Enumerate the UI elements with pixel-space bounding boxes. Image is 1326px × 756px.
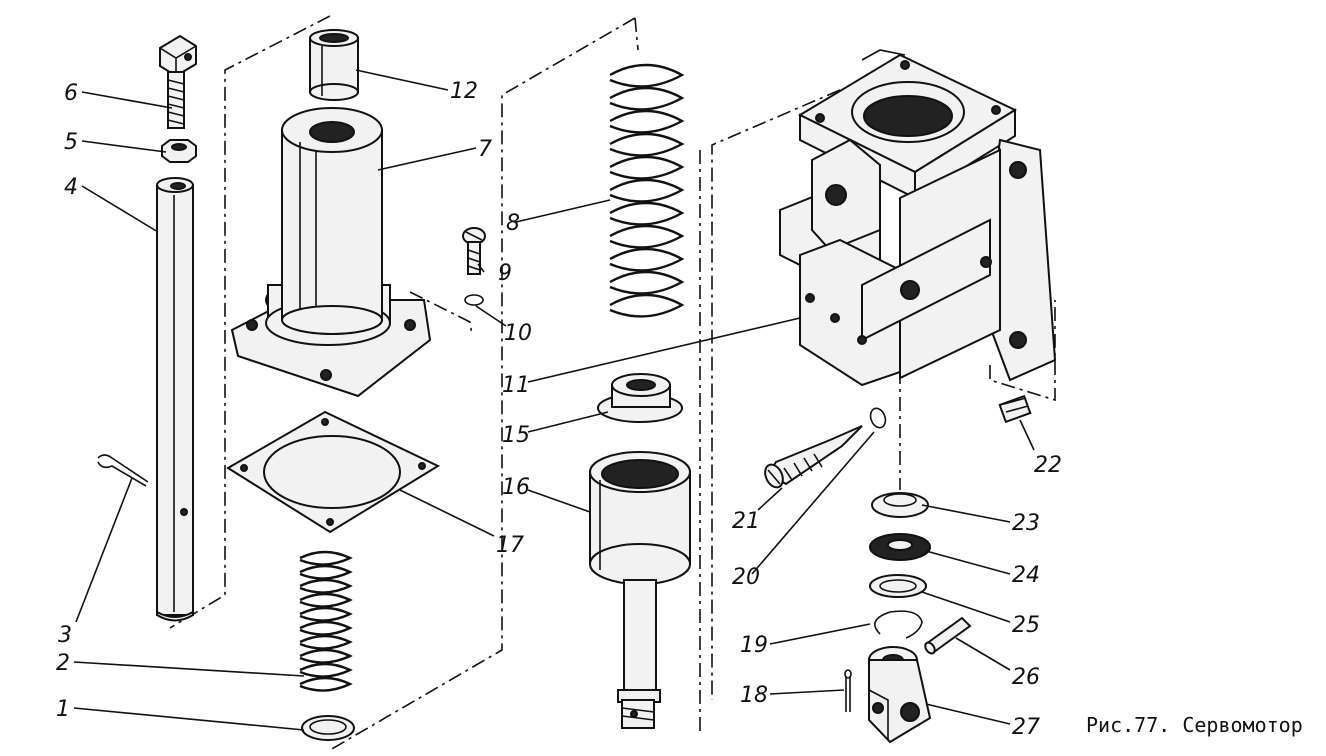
callout-26: 26 bbox=[1012, 665, 1040, 690]
callout-12: 12 bbox=[450, 79, 478, 104]
callout-21: 21 bbox=[732, 509, 760, 534]
callout-4: 4 bbox=[64, 175, 78, 200]
part-4-rod bbox=[156, 177, 194, 622]
part-8-large-spring bbox=[609, 63, 685, 318]
callout-25: 25 bbox=[1012, 613, 1040, 638]
part-18-cotter-pin bbox=[844, 669, 852, 712]
callout-19: 19 bbox=[740, 633, 768, 658]
callout-15: 15 bbox=[502, 423, 530, 448]
callout-10: 10 bbox=[504, 321, 532, 346]
callout-9: 9 bbox=[498, 261, 512, 286]
part-2-small-spring bbox=[299, 550, 353, 692]
part-10-lock-washer bbox=[464, 294, 484, 306]
callout-3: 3 bbox=[58, 623, 72, 648]
part-17-gasket bbox=[226, 410, 441, 534]
part-6-screw bbox=[159, 34, 197, 129]
part-7-cylinder-housing bbox=[230, 107, 432, 398]
callout-7: 7 bbox=[478, 137, 492, 162]
part-16-piston bbox=[589, 451, 691, 729]
callout-23: 23 bbox=[1012, 511, 1040, 536]
part-20-ring bbox=[869, 407, 887, 429]
callout-18: 18 bbox=[740, 683, 768, 708]
callout-22: 22 bbox=[1034, 453, 1062, 478]
assembly-axis-left bbox=[169, 15, 331, 629]
callout-17: 17 bbox=[496, 533, 524, 558]
part-27-clevis bbox=[868, 646, 932, 744]
figure-caption: Рис.77. Сервомотор bbox=[1086, 713, 1303, 737]
part-15-spring-seat bbox=[597, 373, 683, 423]
callout-16: 16 bbox=[502, 475, 530, 500]
assembly-axis-plug bbox=[989, 300, 1056, 402]
part-25-washer bbox=[869, 574, 927, 598]
assembly-axis-right bbox=[711, 89, 841, 700]
assembly-axis-middle-right bbox=[634, 17, 701, 735]
part-9-screw bbox=[462, 227, 486, 275]
callout-5: 5 bbox=[64, 130, 78, 155]
callout-20: 20 bbox=[732, 565, 760, 590]
callout-6: 6 bbox=[64, 81, 78, 106]
part-21-needle bbox=[764, 425, 863, 489]
callout-11: 11 bbox=[502, 373, 530, 398]
part-1-washer bbox=[301, 715, 355, 741]
callout-24: 24 bbox=[1012, 563, 1040, 588]
part-5-hex-nut bbox=[161, 139, 197, 163]
part-11-main-body bbox=[779, 49, 1057, 387]
callout-1: 1 bbox=[56, 697, 70, 722]
part-26-pin bbox=[924, 616, 972, 655]
part-22-plug bbox=[998, 394, 1032, 424]
part-12-bushing bbox=[309, 29, 359, 101]
part-3-cotter-pin bbox=[97, 454, 149, 487]
callout-2: 2 bbox=[56, 651, 70, 676]
part-24-seal bbox=[869, 533, 931, 561]
callout-8: 8 bbox=[506, 211, 520, 236]
leader-lines bbox=[73, 69, 1035, 731]
part-19-snap-ring bbox=[874, 610, 923, 639]
part-23-washer bbox=[871, 492, 929, 518]
assembly-axis-screw bbox=[409, 291, 473, 336]
callout-27: 27 bbox=[1012, 715, 1040, 740]
